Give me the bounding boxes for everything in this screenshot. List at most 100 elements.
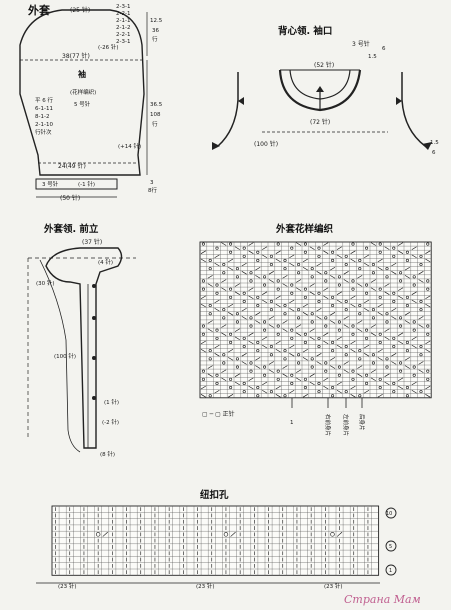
- decrease-symbol: [411, 254, 417, 259]
- yarn-over-symbol: [426, 377, 430, 381]
- yarn-over-symbol: [235, 275, 239, 279]
- yarn-over-symbol: [276, 369, 280, 373]
- decrease-symbol: [200, 348, 206, 353]
- yarn-over-symbol: [303, 295, 307, 299]
- sleeve-dec-4: 2-1-2: [116, 25, 130, 31]
- yarn-over-symbol: [385, 320, 389, 324]
- decrease-symbol: [207, 365, 213, 369]
- yarn-over-symbol: [235, 320, 239, 324]
- decrease-symbol: [200, 340, 206, 345]
- yarn-over-symbol: [399, 324, 403, 328]
- yarn-over-symbol: [269, 353, 273, 357]
- yarn-over-symbol: [426, 369, 430, 373]
- decrease-symbol: [289, 262, 295, 267]
- yarn-over-symbol: [310, 312, 314, 316]
- decrease-symbol: [221, 242, 227, 246]
- back-neck-needle: 3 号针: [352, 40, 370, 48]
- yarn-over-symbol: [426, 324, 430, 328]
- yarn-over-symbol: [419, 299, 423, 303]
- collar-title: 外套领. 前立: [43, 223, 99, 235]
- yarn-over-symbol: [385, 275, 389, 279]
- yarn-over-symbol: [371, 316, 375, 320]
- decrease-symbol: [309, 328, 315, 332]
- yarn-over-symbol: [222, 263, 226, 267]
- buttonhole-grid: [51, 505, 380, 576]
- decrease-symbol: [248, 242, 254, 246]
- yarn-over-symbol: [392, 336, 396, 340]
- decrease-symbol: [214, 344, 220, 349]
- yarn-over-symbol: [297, 271, 301, 275]
- yarn-over-symbol: [256, 349, 260, 353]
- yarn-over-symbol: [235, 312, 239, 316]
- decrease-symbol: [200, 385, 206, 390]
- yarn-over-symbol: [344, 299, 348, 303]
- yarn-over-symbol: [351, 332, 355, 336]
- yarn-over-symbol: [365, 283, 369, 287]
- yarn-over-symbol: [235, 365, 239, 369]
- yarn-over-symbol: [337, 283, 341, 287]
- decrease-symbol: [384, 381, 390, 386]
- sleeve-flat-rows: 平 6 行: [35, 96, 53, 104]
- yarn-over-symbol: [215, 381, 219, 385]
- decrease-symbol: [418, 316, 424, 320]
- yarn-over-symbol: [365, 336, 369, 340]
- decrease-symbol: [418, 324, 424, 328]
- decrease-symbol: [309, 381, 315, 386]
- yarn-over-symbol: [405, 394, 409, 398]
- yarn-over-symbol: [317, 254, 321, 258]
- yarn-over-symbol: [317, 291, 321, 295]
- yarn-over-symbol: [249, 279, 253, 283]
- decrease-symbol: [377, 394, 383, 398]
- yarn-over-symbol: [249, 324, 253, 328]
- decrease-symbol: [296, 377, 302, 382]
- buttonhole-count: (1 针): [104, 398, 119, 406]
- decrease-symbol: [370, 324, 376, 328]
- arrow-head-icon: [212, 142, 220, 150]
- pattern-grid: [199, 241, 432, 399]
- decrease-symbol: [248, 295, 254, 300]
- yarn-over-symbol: [358, 304, 362, 308]
- decrease-symbol: [228, 312, 234, 316]
- yarn-over-symbol: [269, 254, 273, 258]
- decrease-symbol: [391, 307, 397, 312]
- yarn-over-symbol: [276, 242, 280, 246]
- yarn-over-symbol: [310, 275, 314, 279]
- decrease-symbol: [357, 275, 363, 279]
- decrease-symbol: [302, 394, 308, 398]
- decrease-symbol: [234, 373, 240, 377]
- yarn-over-symbol: [371, 353, 375, 357]
- decrease-symbol: [275, 295, 281, 300]
- decrease-symbol: [336, 291, 342, 295]
- yarn-over-symbol: [317, 336, 321, 340]
- decrease-symbol: [262, 336, 268, 341]
- yarn-over-symbol: [290, 291, 294, 295]
- watermark: Страна Мам: [344, 593, 421, 606]
- yarn-over-symbol: [283, 357, 287, 361]
- decrease-symbol: [241, 271, 247, 275]
- decrease-symbol: [404, 320, 410, 324]
- decrease-symbol: [200, 258, 206, 263]
- yarn-over-symbol: [303, 242, 307, 246]
- yarn-over-symbol: [351, 377, 355, 381]
- decrease-symbol: [296, 242, 302, 246]
- yarn-over-symbol: [297, 316, 301, 320]
- yarn-over-symbol: [324, 324, 328, 328]
- yarn-over-symbol: [365, 381, 369, 385]
- pattern-mark-back: 后身片: [358, 414, 366, 431]
- decrease-symbol: [398, 287, 404, 291]
- yarn-over-symbol: [290, 336, 294, 340]
- decrease-symbol: [343, 324, 349, 328]
- decrease-symbol: [248, 287, 254, 291]
- decrease-symbol: [323, 242, 329, 246]
- neck-rib-rows: 6: [382, 46, 386, 52]
- decrease-symbol: [309, 283, 315, 287]
- yarn-over-symbol: [276, 324, 280, 328]
- decrease-symbol: [398, 332, 404, 336]
- yarn-over-symbol: [283, 304, 287, 308]
- decrease-symbol: [404, 365, 410, 369]
- decrease-symbol: [323, 340, 329, 345]
- sleeve-bottom-width: (50 针): [60, 194, 80, 202]
- decrease-symbol: [316, 307, 322, 312]
- yarn-over-symbol: [331, 250, 335, 254]
- decrease-symbol: [425, 340, 431, 345]
